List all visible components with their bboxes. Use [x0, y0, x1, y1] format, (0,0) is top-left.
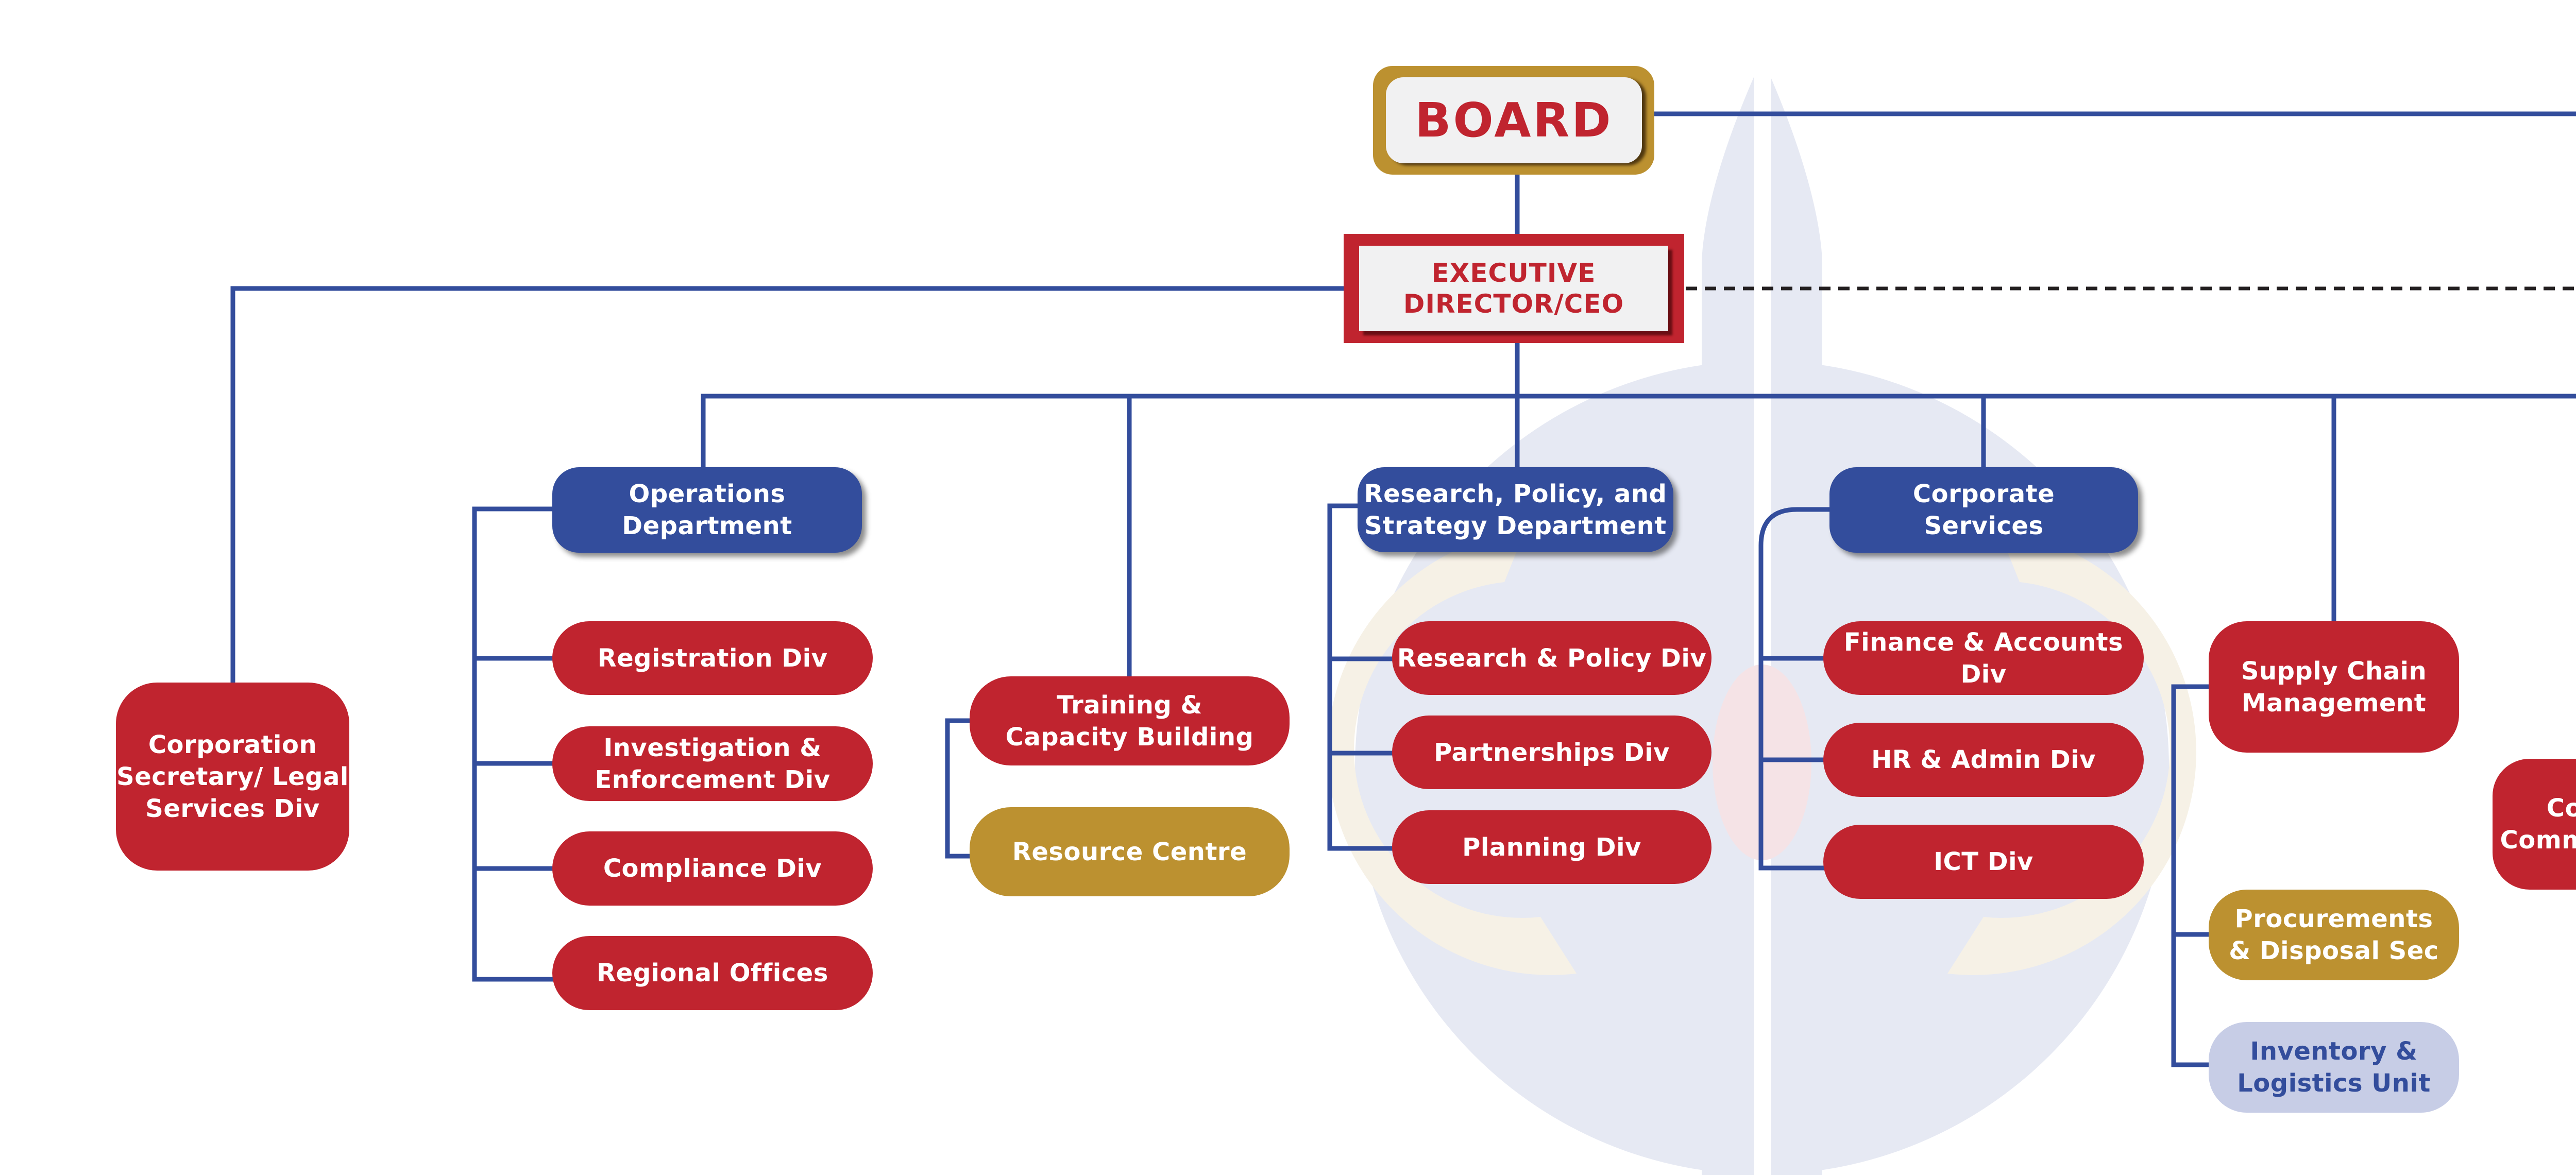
- resource-centre-node[interactable]: Resource Centre: [970, 807, 1290, 896]
- board-node[interactable]: BOARD: [1373, 66, 1654, 175]
- corporate-services-label: Corporate Services: [1912, 480, 2055, 540]
- division-label: Partnerships Div: [1434, 738, 1670, 767]
- procurements-disposal-node[interactable]: Procurements & Disposal Sec: [2209, 890, 2459, 980]
- regional-offices-node[interactable]: Regional Offices: [552, 936, 873, 1010]
- research-policy-div-node[interactable]: Research & Policy Div: [1392, 621, 1711, 695]
- division-label: HR & Admin Div: [1871, 745, 2096, 774]
- investigation-enforcement-div-node[interactable]: Investigation & Enforcement Div: [552, 726, 873, 801]
- division-label: Investigation & Enforcement Div: [595, 733, 831, 794]
- division-label: Planning Div: [1462, 832, 1641, 862]
- planning-div-node[interactable]: Planning Div: [1392, 810, 1711, 884]
- finance-accounts-div-node[interactable]: Finance & Accounts Div: [1823, 621, 2144, 695]
- division-label: Finance & Accounts Div: [1843, 627, 2124, 689]
- inventory-label: Inventory & Logistics Unit: [2237, 1037, 2431, 1098]
- procurements-label: Procurements & Disposal Sec: [2229, 905, 2439, 965]
- registration-div-node[interactable]: Registration Div: [552, 621, 873, 695]
- hr-admin-div-node[interactable]: HR & Admin Div: [1823, 723, 2144, 797]
- operations-department-label: Operations Department: [622, 480, 792, 540]
- corporate-communications-label: Corporate Communications: [2500, 794, 2576, 855]
- corporate-services-node[interactable]: Corporate Services: [1829, 467, 2138, 553]
- board-label: BOARD: [1386, 77, 1642, 163]
- ict-div-node[interactable]: ICT Div: [1823, 825, 2144, 899]
- watermark-pink-ellipse: [1713, 665, 1811, 860]
- executive-director-node[interactable]: EXECUTIVE DIRECTOR/CEO: [1344, 234, 1684, 343]
- division-label: Research & Policy Div: [1397, 643, 1707, 673]
- operations-department-node[interactable]: Operations Department: [552, 467, 862, 553]
- corporate-communications-node[interactable]: Corporate Communications: [2493, 759, 2576, 890]
- watermark-spire: [1702, 77, 1822, 1175]
- division-label: Registration Div: [597, 643, 828, 673]
- partnerships-div-node[interactable]: Partnerships Div: [1392, 716, 1711, 789]
- division-label: ICT Div: [1934, 847, 2033, 876]
- research-department-label: Research, Policy, and Strategy Departmen…: [1364, 479, 1667, 540]
- compliance-div-node[interactable]: Compliance Div: [552, 831, 873, 906]
- corporation-secretary-node[interactable]: Corporation Secretary/ Legal Services Di…: [116, 683, 349, 871]
- research-policy-strategy-department-node[interactable]: Research, Policy, and Strategy Departmen…: [1358, 467, 1673, 552]
- supply-chain-management-node[interactable]: Supply Chain Management: [2209, 621, 2459, 753]
- inventory-logistics-node[interactable]: Inventory & Logistics Unit: [2209, 1022, 2459, 1113]
- supply-chain-label: Supply Chain Management: [2241, 656, 2427, 718]
- executive-director-label: EXECUTIVE DIRECTOR/CEO: [1359, 246, 1668, 331]
- corporation-secretary-label: Corporation Secretary/ Legal Services Di…: [116, 730, 349, 823]
- division-label: Regional Offices: [597, 959, 828, 987]
- training-capacity-building-node[interactable]: Training & Capacity Building: [970, 676, 1290, 765]
- training-label: Training & Capacity Building: [1005, 690, 1254, 752]
- division-label: Compliance Div: [603, 854, 822, 883]
- resource-centre-label: Resource Centre: [1012, 837, 1247, 866]
